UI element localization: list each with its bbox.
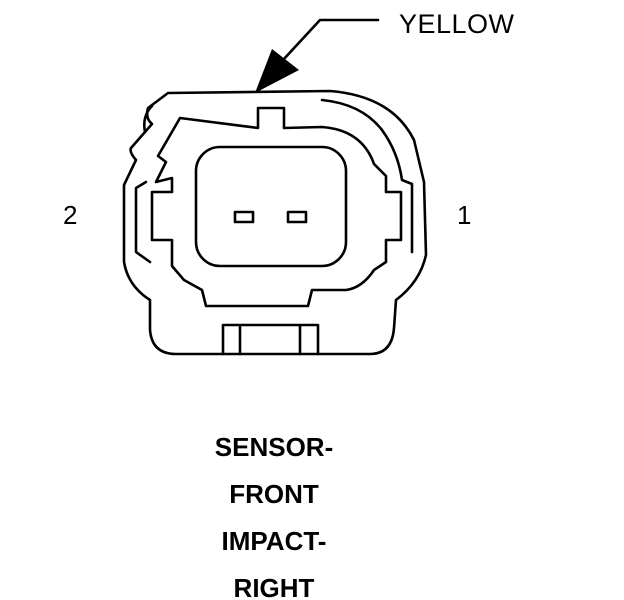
wire-color-arrowhead — [255, 49, 299, 93]
pin-2-terminal — [233, 210, 255, 224]
title-line: FRONT — [229, 479, 319, 509]
plug-cavity — [194, 145, 348, 268]
pin-1-label: 1 — [457, 200, 472, 230]
inner-housing-outline — [150, 106, 403, 308]
connector-title: SENSOR- FRONT IMPACT- RIGHT — [160, 424, 388, 600]
inner-left-wall — [134, 180, 152, 264]
bottom-tab — [221, 323, 320, 356]
pin-1-terminal — [286, 210, 308, 224]
wire-color-leader-line — [281, 18, 380, 62]
latch-bump — [143, 104, 154, 134]
pin-2-label: 2 — [63, 200, 78, 230]
inner-right-wall — [320, 98, 414, 254]
title-line: RIGHT — [233, 573, 315, 600]
title-line: IMPACT- — [221, 526, 327, 556]
connector-housing-outline — [122, 89, 428, 356]
title-line: SENSOR- — [214, 432, 334, 462]
wire-color-label: YELLOW — [399, 9, 515, 39]
